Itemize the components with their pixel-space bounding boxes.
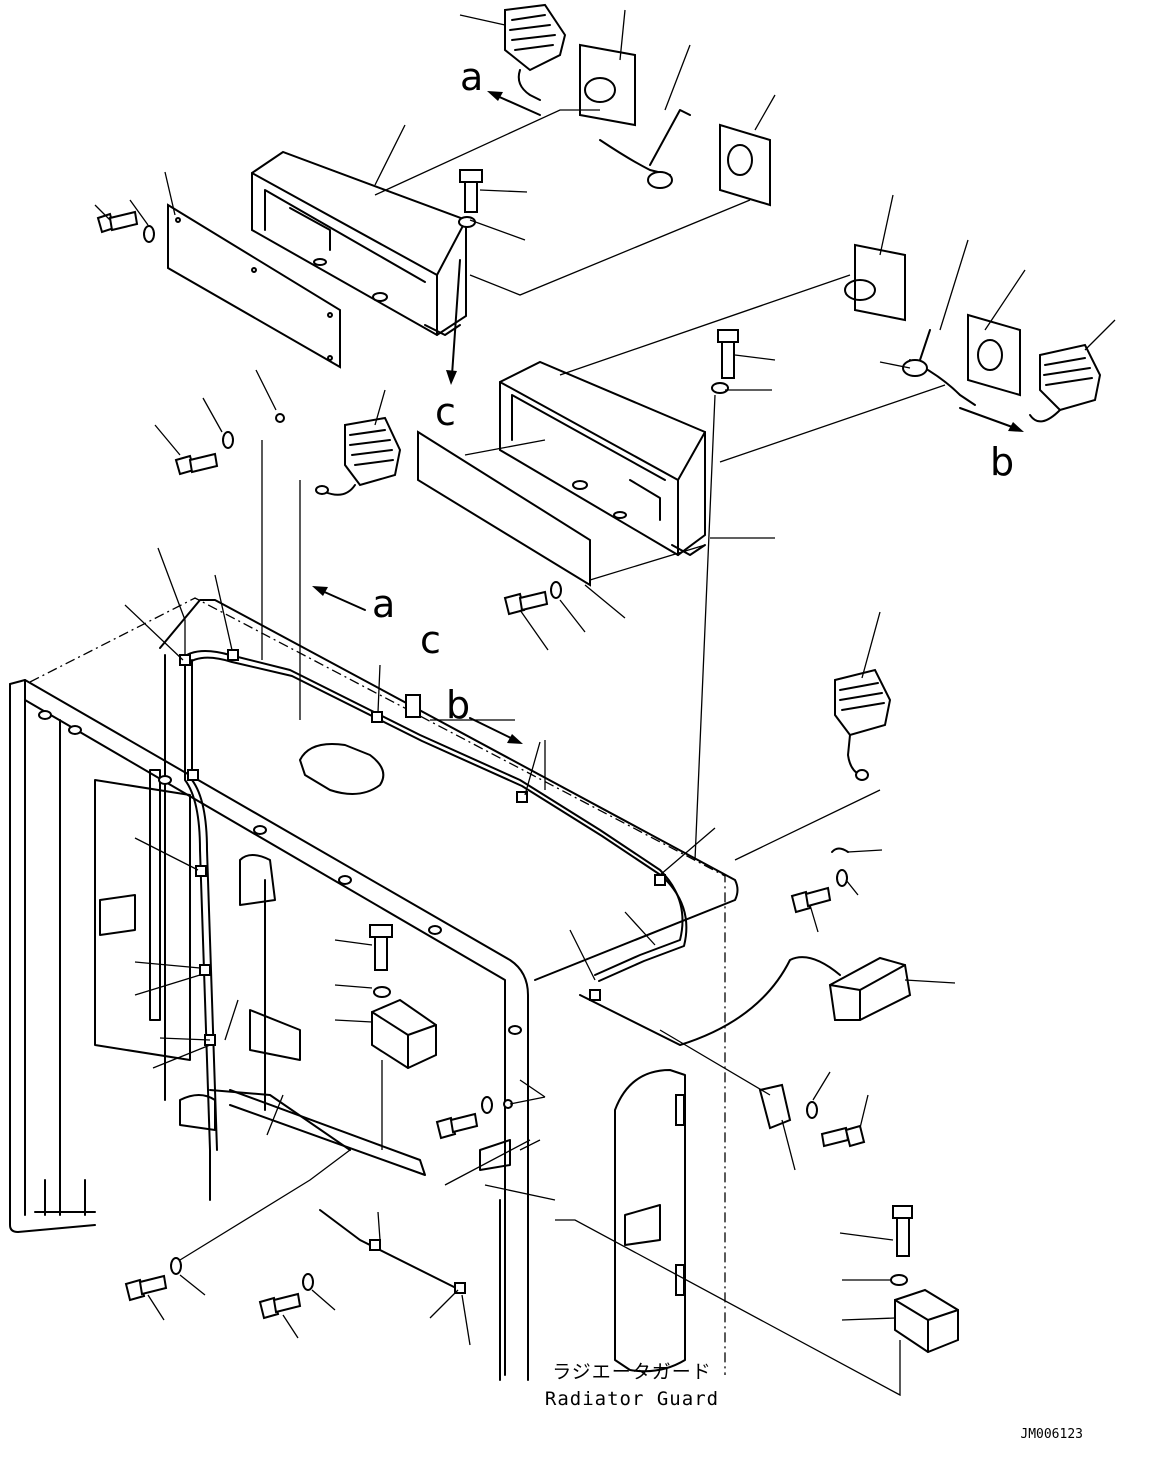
radiator-guard-frame	[9, 597, 739, 1381]
view-label-c-mid: c	[420, 618, 441, 662]
work-lamp-top	[504, 3, 771, 207]
relay-box-right	[890, 1205, 959, 1354]
bolt-group-mid-left	[174, 413, 285, 476]
drawing-number: JM006123	[1020, 1427, 1083, 1442]
bolt-group-right-top	[503, 329, 739, 616]
reference-lines	[179, 109, 946, 1397]
view-label-b-mid: b	[446, 683, 470, 727]
work-lamp-mid	[315, 416, 402, 496]
bolt-group-lower-mid	[124, 1096, 513, 1320]
radiator-guard-panel	[614, 1069, 686, 1373]
view-label-group: a c b a c b	[372, 55, 1014, 727]
lamp-box-right	[417, 360, 706, 587]
view-label-b-right: b	[990, 440, 1014, 484]
lamp-box-left	[167, 150, 467, 369]
wire-harness	[179, 649, 841, 1294]
relay-box-left	[369, 924, 437, 1070]
view-label-a-mid: a	[372, 582, 395, 626]
work-lamp-right	[844, 243, 1102, 423]
caption-english: Radiator Guard	[545, 1388, 719, 1410]
view-arrows	[312, 91, 1024, 744]
lamp-cover-right	[828, 956, 912, 1021]
caption-japanese: ラジエータガード	[552, 1361, 712, 1383]
bolt-group-top-left	[96, 169, 483, 243]
bolt-group-right-mid	[758, 847, 866, 1148]
work-lamp-lower-right	[834, 668, 892, 781]
leader-lines	[94, 9, 1116, 1346]
view-label-a-top: a	[460, 55, 483, 99]
frame-holes	[38, 710, 522, 1035]
view-label-c-top: c	[435, 390, 456, 434]
